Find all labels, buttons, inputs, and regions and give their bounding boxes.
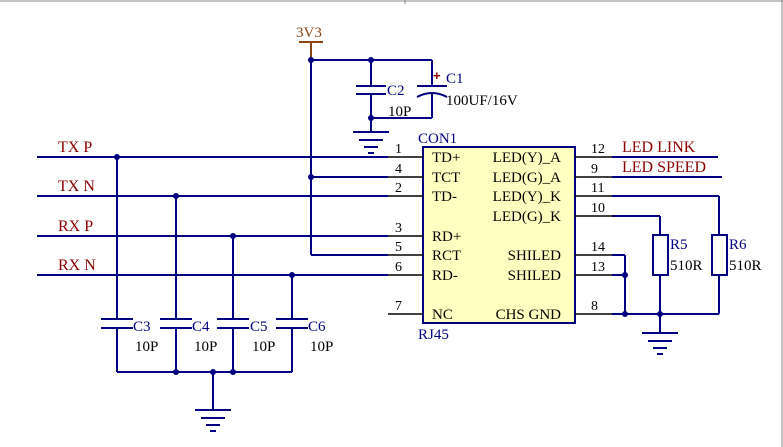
c1-designator: C1 (446, 71, 464, 87)
pin-number: 6 (395, 260, 402, 275)
pin-number: 8 (591, 299, 598, 314)
con1-type: RJ45 (418, 327, 449, 343)
net-rx-p: RX P (37, 218, 388, 239)
capacitor-c6: C6 10P (276, 275, 333, 372)
pin-number: 3 (395, 221, 402, 236)
capacitor-c2: C2 10P (356, 60, 411, 132)
c6-designator: C6 (308, 319, 326, 335)
c4-value: 10P (194, 339, 217, 355)
c2-designator: C2 (387, 83, 405, 99)
pin-name: RD- (432, 268, 458, 284)
wire-pin11-r6 (612, 195, 720, 235)
r6-designator: R6 (729, 237, 747, 253)
c4-designator: C4 (192, 319, 210, 335)
net-label-tx-p: TX P (58, 139, 92, 156)
resistor-r6: R6 510R (711, 234, 762, 314)
svg-text:3V3: 3V3 (296, 25, 322, 41)
net-tx-p: TX P (37, 139, 388, 160)
pin-number: 1 (395, 142, 402, 157)
net-label-led-link: LED LINK (622, 139, 696, 156)
resistor-r5: R5 510R (652, 234, 703, 314)
c2-value: 10P (388, 104, 411, 120)
net-led-link: LED LINK (612, 139, 718, 158)
capacitor-c3: C3 10P (101, 157, 158, 372)
pin-name: LED(G)_K (493, 209, 561, 225)
pin-name: RCT (432, 248, 461, 264)
net-label-rx-n: RX N (58, 257, 96, 274)
connector-con1: CON1 RJ45 1 4 2 3 5 6 7 TD+ TCT TD- RD+ … (388, 131, 612, 343)
power-port-3v3: 3V3 (296, 25, 323, 60)
pin-name: LED(Y)_K (493, 189, 561, 205)
capacitor-c1: + C1 100UF/16V (368, 60, 518, 121)
pin-name: TD- (432, 189, 457, 205)
net-tx-n: TX N (37, 178, 388, 199)
pin-number: 14 (591, 240, 605, 255)
c1-polarity-mark: + (433, 68, 441, 83)
c5-designator: C5 (250, 319, 268, 335)
net-rx-n: RX N (37, 257, 388, 278)
pin-name: RD+ (432, 229, 461, 245)
pin-number: 2 (395, 181, 402, 196)
wire-shield-gnd (612, 254, 719, 333)
pin-name: SHILED (508, 268, 561, 284)
ground-symbol-caps (195, 409, 231, 432)
pin-number: 5 (395, 240, 402, 255)
pin-name: LED(G)_A (493, 170, 561, 186)
pin-name: TD+ (432, 150, 460, 166)
pin-name: SHILED (508, 248, 561, 264)
capacitor-c4: C4 10P (160, 196, 217, 372)
r5-value: 510R (670, 258, 703, 274)
pin-number: 13 (591, 260, 605, 275)
c3-designator: C3 (133, 319, 151, 335)
pin-number: 7 (395, 299, 402, 314)
pin-number: 9 (591, 162, 598, 177)
c3-value: 10P (135, 339, 158, 355)
ground-symbol-c2 (353, 131, 389, 154)
wire-pin10-r5 (612, 215, 661, 235)
con1-designator: CON1 (418, 131, 457, 147)
c1-value: 100UF/16V (446, 93, 518, 109)
r5-designator: R5 (670, 237, 688, 253)
net-led-speed: LED SPEED (612, 159, 722, 178)
net-label-led-speed: LED SPEED (622, 159, 706, 176)
pin-name: LED(Y)_A (493, 150, 561, 166)
pin-number: 11 (591, 181, 604, 196)
net-label-tx-n: TX N (58, 178, 95, 195)
pin-number: 12 (591, 142, 605, 157)
pin-name: CHS GND (496, 307, 562, 323)
c6-value: 10P (310, 339, 333, 355)
pin-number: 10 (591, 201, 605, 216)
net-label-rx-p: RX P (58, 218, 93, 235)
r6-value: 510R (729, 258, 762, 274)
c5-value: 10P (252, 339, 275, 355)
ground-symbol-chassis (642, 332, 678, 355)
ground-bus-caps (117, 369, 292, 410)
pin-name: TCT (432, 170, 460, 186)
pin-name: NC (432, 307, 453, 323)
capacitor-c5: C5 10P (217, 236, 275, 372)
pin-number: 4 (395, 162, 402, 177)
